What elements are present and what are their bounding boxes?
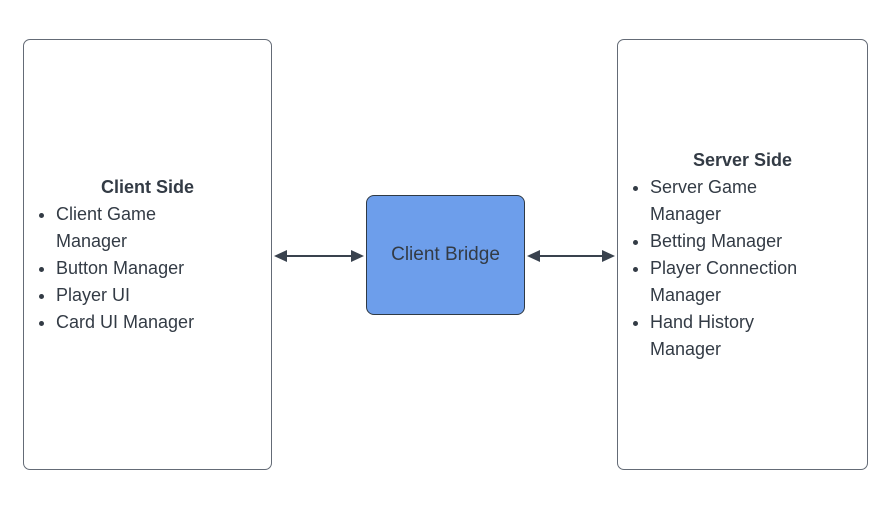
double-arrow-icon [274,250,364,262]
list-item: Player UI [56,282,257,309]
client-bridge-box: Client Bridge [366,195,525,315]
list-item: Server Game Manager [650,174,853,228]
list-item: Card UI Manager [56,309,257,336]
server-side-box: Server Side Server Game Manager Betting … [617,39,868,470]
client-side-list: Client Game Manager Button Manager Playe… [38,201,257,336]
right-arrow [526,246,616,266]
server-side-title: Server Side [692,149,793,170]
list-item: Client Game Manager [56,201,257,255]
client-side-box: Client Side Client Game Manager Button M… [23,39,272,470]
list-item: Player Connection Manager [650,255,853,309]
client-bridge-label: Client Bridge [391,244,500,265]
left-arrow [273,246,365,266]
client-side-title: Client Side [100,176,194,197]
list-item: Hand History Manager [650,309,853,363]
double-arrow-icon [527,250,615,262]
list-item: Button Manager [56,255,257,282]
server-side-list: Server Game Manager Betting Manager Play… [632,174,853,363]
list-item: Betting Manager [650,228,853,255]
